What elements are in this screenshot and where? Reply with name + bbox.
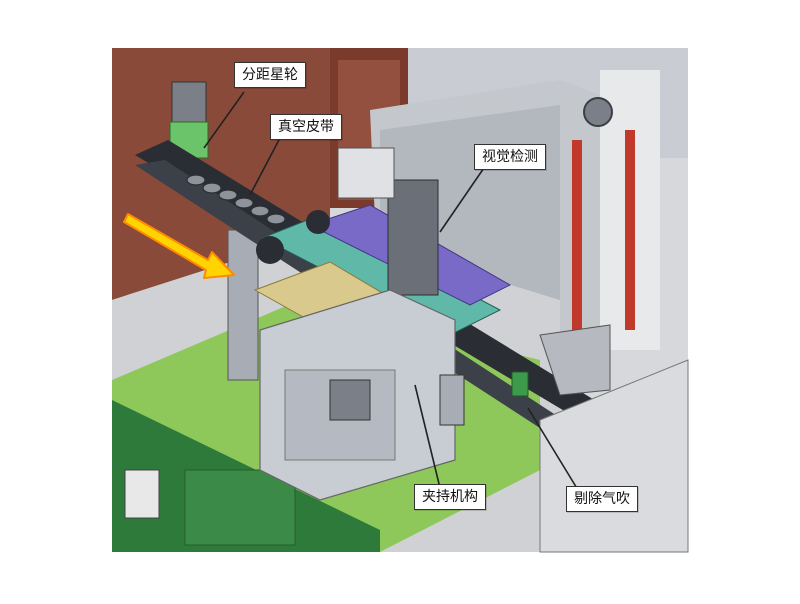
label-vision-inspection: 视觉检测 (474, 144, 546, 170)
leader-vacuum-belt (249, 137, 281, 196)
left-support-leg (227, 229, 259, 381)
red-rail-right (625, 130, 635, 330)
motor-body (171, 81, 207, 127)
cabinet-vent (184, 469, 296, 546)
lower-motor (329, 379, 371, 421)
label-spacing-star-wheel: 分距星轮 (234, 62, 306, 88)
red-rail-left (572, 140, 582, 340)
pulley-left (256, 236, 284, 264)
label-clamping-mechanism: 夹持机构 (414, 484, 486, 510)
camera-column (387, 179, 439, 296)
handwheel (583, 97, 613, 127)
leader-clamping-mechanism (414, 384, 441, 489)
leader-spacing-star-wheel (203, 91, 245, 149)
reject-chute (539, 324, 611, 396)
cabinet-window (124, 469, 160, 519)
star-wheel-cups (186, 174, 286, 225)
leader-reject-air-blow (527, 407, 579, 491)
camera-mount (337, 147, 395, 199)
green-sensor (511, 371, 529, 397)
label-reject-air-blow: 剔除气吹 (566, 486, 638, 512)
pulley-top (306, 210, 330, 234)
flow-direction-arrow (123, 213, 235, 279)
clamp-cylinder (439, 374, 465, 426)
label-vacuum-belt: 真空皮带 (270, 114, 342, 140)
leader-vision-inspection (439, 161, 489, 233)
callout-leaders (203, 91, 579, 491)
